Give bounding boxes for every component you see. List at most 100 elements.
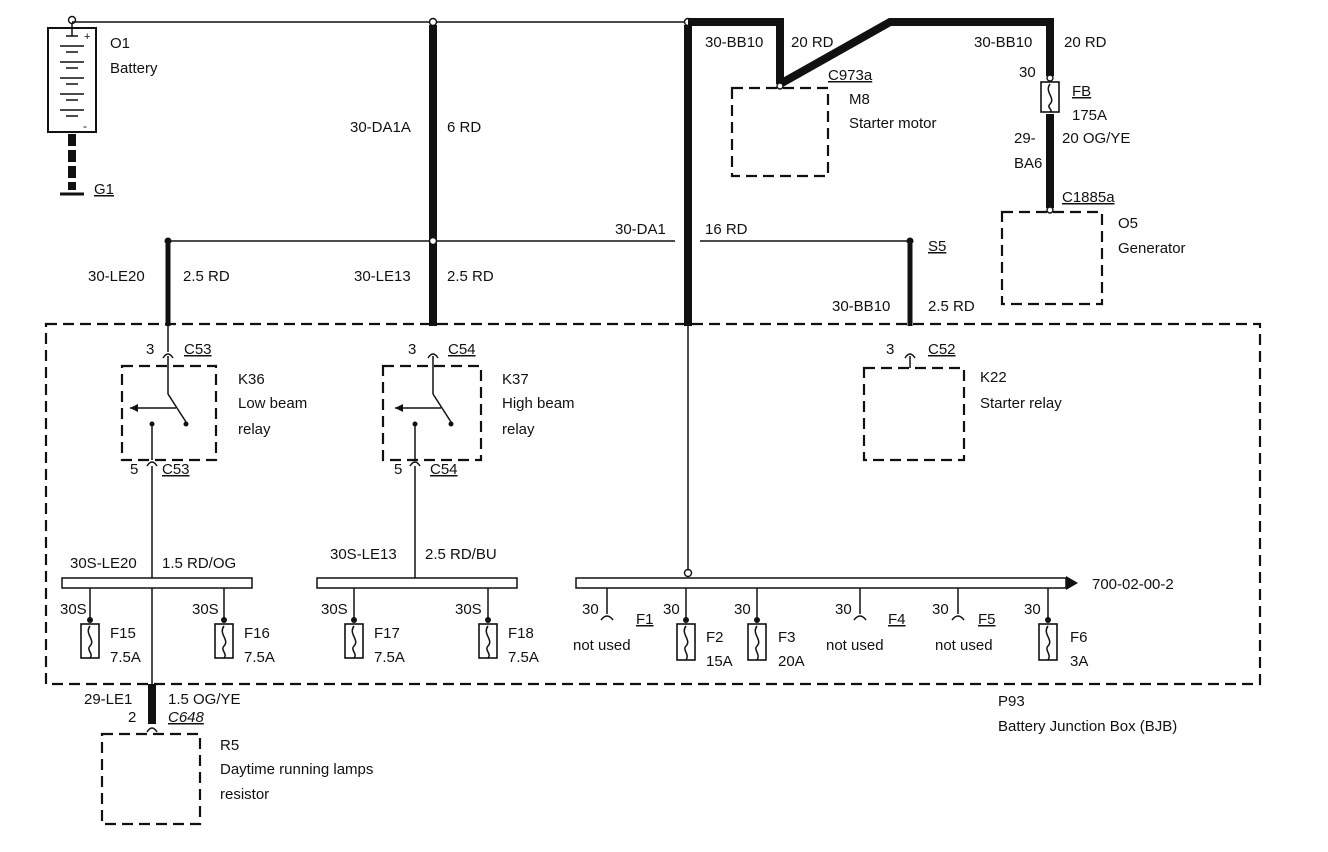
f16-pin: 30S xyxy=(192,601,219,618)
fuse-f3 xyxy=(747,588,767,661)
starter-connector: C973a xyxy=(828,67,873,84)
f17-id: F17 xyxy=(374,625,400,642)
f6-rating: 3A xyxy=(1070,653,1088,670)
battery-name: Battery xyxy=(110,60,158,77)
drl-wire-size: 1.5 OG/YE xyxy=(168,691,241,708)
generator-connector: C1885a xyxy=(1062,189,1115,206)
figure-reference: 700-02-00-2 xyxy=(1092,576,1174,593)
k37-name-1: High beam xyxy=(502,395,575,412)
f16-id: F16 xyxy=(244,625,270,642)
fuse-f6 xyxy=(1038,588,1058,661)
k37-pin-in: 3 xyxy=(408,341,416,358)
bjb-enclosure xyxy=(44,322,1262,686)
f4-id: F4 xyxy=(888,611,906,628)
bus-bar-right xyxy=(575,577,1067,589)
bus-bar-middle xyxy=(316,577,518,589)
fuse-fb-pin: 30 xyxy=(1019,64,1036,81)
wire-ba6-size: 20 OG/YE xyxy=(1062,130,1130,147)
f18-id: F18 xyxy=(508,625,534,642)
fuse-f2 xyxy=(676,588,696,661)
k37-conn-in: C54 xyxy=(448,341,476,358)
fuse-fb-rating: 175A xyxy=(1072,107,1107,124)
relay-k37 xyxy=(381,353,483,578)
drl-pin: 2 xyxy=(128,709,136,726)
wire-starter-feed xyxy=(688,18,784,84)
f2-rating: 15A xyxy=(706,653,733,670)
wire-bb10a-size: 20 RD xyxy=(791,34,834,51)
bus-arrow xyxy=(1066,576,1078,590)
f6-pin: 30 xyxy=(1024,601,1041,618)
drl-id: R5 xyxy=(220,737,239,754)
bus-bar-left xyxy=(61,577,253,589)
wire-le20-code: 30-LE20 xyxy=(88,268,145,285)
bus-le13-size: 2.5 RD/BU xyxy=(425,546,497,563)
f3-pin: 30 xyxy=(734,601,751,618)
wire-bb10-code: 30-BB10 xyxy=(832,298,890,315)
bus-le20-size: 1.5 RD/OG xyxy=(162,555,236,572)
f16-rating: 7.5A xyxy=(244,649,275,666)
relay-k36 xyxy=(120,326,218,578)
f17-pin: 30S xyxy=(321,601,348,618)
fuse-f16 xyxy=(214,588,234,659)
wire-ba6-code-1: 29- xyxy=(1014,130,1036,147)
starter-id: M8 xyxy=(849,91,870,108)
k36-conn-in: C53 xyxy=(184,341,212,358)
drl-resistor-box xyxy=(100,732,202,826)
splice-s5: S5 xyxy=(928,238,946,255)
k36-conn-out: C53 xyxy=(162,461,190,478)
wire-bb10a-code: 30-BB10 xyxy=(705,34,763,51)
wire-le13-size: 2.5 RD xyxy=(447,268,494,285)
k22-conn-in: C52 xyxy=(928,341,956,358)
k36-name-2: relay xyxy=(238,421,271,438)
relay-k22 xyxy=(862,353,966,462)
f3-rating: 20A xyxy=(778,653,805,670)
fuse-f4-unused xyxy=(853,588,867,621)
k22-pin-in: 3 xyxy=(886,341,894,358)
fuse-fb-id: FB xyxy=(1072,83,1091,100)
f4-note: not used xyxy=(826,637,884,654)
fuse-f17 xyxy=(344,588,364,659)
wire-da1-code: 30-DA1 xyxy=(615,221,666,238)
k36-name-1: Low beam xyxy=(238,395,307,412)
wire-bb10b-code: 30-BB10 xyxy=(974,34,1032,51)
f6-id: F6 xyxy=(1070,629,1088,646)
f15-pin: 30S xyxy=(60,601,87,618)
f5-id: F5 xyxy=(978,611,996,628)
fuse-f5-unused xyxy=(951,588,965,621)
f17-rating: 7.5A xyxy=(374,649,405,666)
k36-pin-out: 5 xyxy=(130,461,138,478)
k22-name: Starter relay xyxy=(980,395,1062,412)
f18-rating: 7.5A xyxy=(508,649,539,666)
generator-id: O5 xyxy=(1118,215,1138,232)
bjb-id: P93 xyxy=(998,693,1025,710)
starter-name: Starter motor xyxy=(849,115,937,132)
wire-le20-size: 2.5 RD xyxy=(183,268,230,285)
drl-name-1: Daytime running lamps xyxy=(220,761,373,778)
wire-bb10b-size: 20 RD xyxy=(1064,34,1107,51)
generator-name: Generator xyxy=(1118,240,1186,257)
bus-le13-code: 30S-LE13 xyxy=(330,546,397,563)
f4-pin: 30 xyxy=(835,601,852,618)
starter-motor-box xyxy=(730,86,830,178)
wire-da1a-size: 6 RD xyxy=(447,119,481,136)
generator-box xyxy=(1000,210,1104,306)
wire-bb10-size: 2.5 RD xyxy=(928,298,975,315)
f15-id: F15 xyxy=(110,625,136,642)
wire-da1-size: 16 RD xyxy=(705,221,748,238)
k37-id: K37 xyxy=(502,371,529,388)
drl-wire-code: 29-LE1 xyxy=(84,691,132,708)
f3-id: F3 xyxy=(778,629,796,646)
wire-le13-code: 30-LE13 xyxy=(354,268,411,285)
wire-ba6-code-2: BA6 xyxy=(1014,155,1042,172)
svg-text:+: + xyxy=(84,31,90,43)
k36-pin-in: 3 xyxy=(146,341,154,358)
wire-da1a-code: 30-DA1A xyxy=(350,119,411,136)
f1-note: not used xyxy=(573,637,631,654)
battery: + - xyxy=(47,15,97,133)
k37-pin-out: 5 xyxy=(394,461,402,478)
fuse-f1-unused xyxy=(600,588,614,621)
f5-pin: 30 xyxy=(932,601,949,618)
f15-rating: 7.5A xyxy=(110,649,141,666)
k37-conn-out: C54 xyxy=(430,461,458,478)
